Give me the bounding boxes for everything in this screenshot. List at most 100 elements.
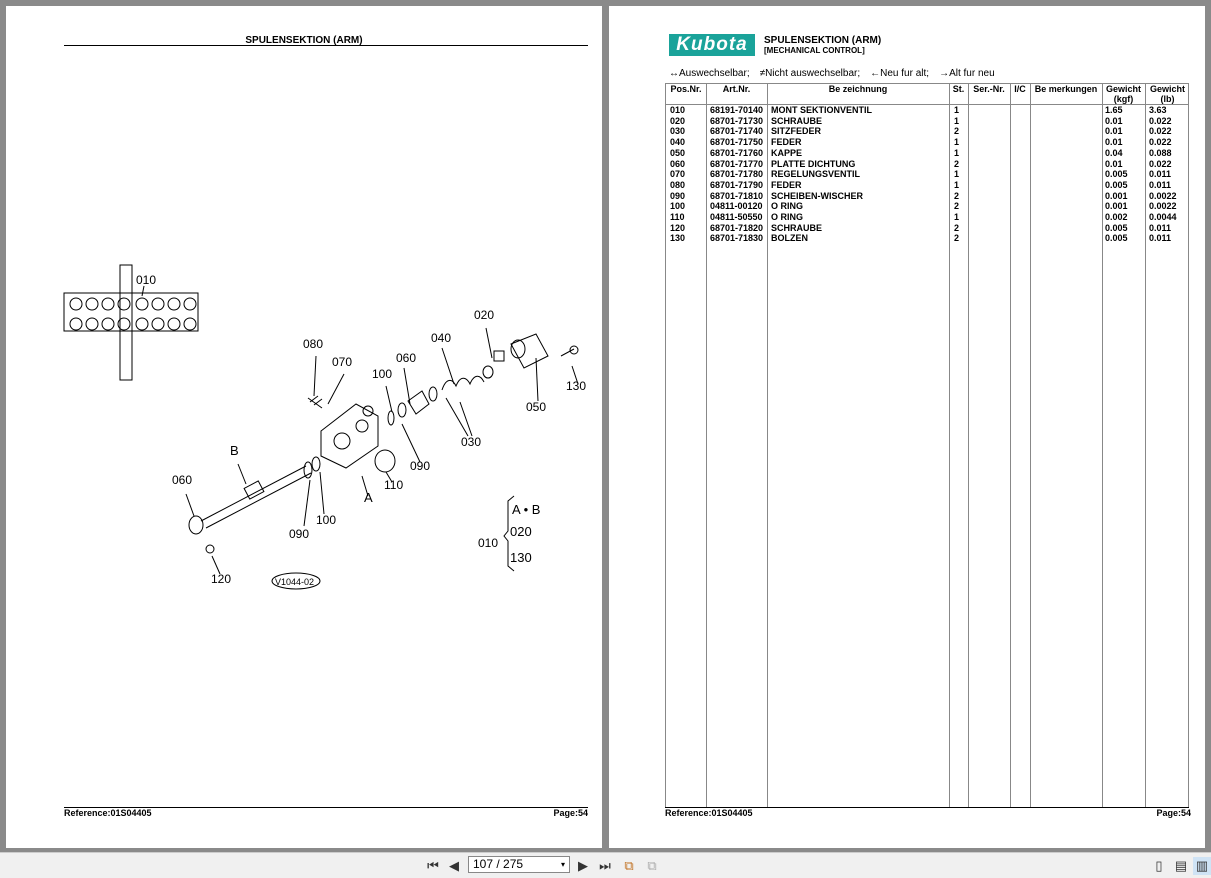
single-page-icon[interactable]: ▯ (1155, 858, 1163, 873)
cell-lb: 0.088 (1149, 147, 1172, 158)
last-page-icon[interactable]: ⏭ (599, 858, 611, 873)
cell-qty: 2 (954, 222, 960, 233)
cell-pos: 040 (670, 137, 686, 148)
cell-pos: 060 (670, 158, 686, 169)
cell-kgf: 0.005 (1105, 179, 1128, 190)
cell-lb: 0.0022 (1149, 201, 1177, 212)
cell-art: 68701-71750 (710, 137, 764, 148)
legend-item: ↔Auswechselbar; (669, 68, 750, 79)
kubota-logo: Kubota (669, 34, 755, 56)
column-header: St. (952, 84, 965, 94)
callout-100b: 100 (316, 513, 336, 527)
column-header: Gewicht (lb) (1149, 84, 1185, 104)
cell-art: 68701-71770 (710, 158, 764, 169)
column-header: Ser.-Nr. (973, 84, 1005, 94)
inset-line2: 020 (510, 524, 532, 539)
cell-pos: 120 (670, 222, 686, 233)
page-number-input[interactable]: 107 / 275 ▾ (468, 856, 570, 873)
callout-010: 010 (136, 273, 156, 287)
page-title: SPULENSEKTION (ARM) (245, 35, 363, 46)
callout-090b: 090 (289, 527, 309, 541)
cell-art: 68701-71740 (710, 126, 764, 137)
legend-item: →Alt fur neu (939, 68, 995, 79)
cell-lb: 0.022 (1149, 126, 1172, 137)
cell-lb: 0.011 (1149, 233, 1172, 244)
dropdown-icon[interactable]: ▾ (560, 860, 565, 869)
cell-name: BOLZEN (771, 233, 808, 244)
cell-kgf: 0.01 (1105, 158, 1123, 169)
cell-lb: 0.0044 (1149, 212, 1177, 222)
cell-name: FEDER (771, 137, 802, 148)
prev-page-icon[interactable]: ◀ (449, 858, 459, 873)
cell-lb: 0.011 (1149, 169, 1172, 180)
cell-lb: 0.011 (1149, 222, 1172, 233)
callout-060: 060 (396, 351, 416, 365)
cell-qty: 1 (954, 212, 960, 222)
cell-qty: 1 (954, 147, 960, 158)
callout-a: A (364, 490, 373, 505)
cell-art: 68701-71730 (710, 115, 764, 126)
footer-page: Page:54 (553, 808, 588, 818)
cell-qty: 2 (954, 233, 960, 244)
viewer-toolbar: ⏮ ◀ 107 / 275 ▾ ▶ ⏭ ⧉ ⧉ ▯ ▤ ▥ (0, 852, 1211, 878)
callout-130: 130 (566, 379, 586, 393)
cell-kgf: 0.005 (1105, 233, 1128, 244)
footer-rule (64, 807, 588, 808)
callout-040: 040 (431, 331, 451, 345)
cell-lb: 0.022 (1149, 115, 1172, 126)
callout-080: 080 (303, 337, 323, 351)
cell-art: 68701-71830 (710, 233, 764, 244)
exploded-diagram: 010 020 030 040 050 060 070 080 090 100 … (63, 264, 586, 590)
parts-table: Pos.Nr. Art.Nr. Be zeichnung St. Ser.-Nr… (665, 83, 1189, 808)
inset-line1: A • B (512, 502, 540, 517)
next-page-icon[interactable]: ▶ (578, 858, 588, 873)
page-subtitle: [MECHANICAL CONTROL] (764, 46, 865, 55)
cell-lb: 0.022 (1149, 137, 1172, 148)
title-rule (64, 45, 588, 46)
rotate-icon[interactable]: ⧉ (624, 858, 634, 873)
cell-art: 04811-50550 (710, 212, 763, 222)
cell-name: SCHEIBEN-WISCHER (771, 190, 864, 201)
cell-pos: 050 (670, 147, 686, 158)
footer-page: Page:54 (1156, 808, 1191, 818)
cell-kgf: 0.001 (1105, 201, 1128, 212)
first-page-icon[interactable]: ⏮ (427, 858, 439, 873)
cell-pos: 020 (670, 115, 686, 126)
column-header: Art.Nr. (722, 84, 751, 94)
inset-label: 010 (478, 536, 498, 550)
cell-art: 68701-71780 (710, 169, 764, 180)
callout-090: 090 (410, 459, 430, 473)
cell-pos: 090 (670, 190, 686, 201)
callout-030: 030 (461, 435, 481, 449)
legend-item: ←Neu fur alt; (870, 68, 930, 79)
callout-020: 020 (474, 308, 494, 322)
inset-line3: 130 (510, 550, 532, 565)
footer-reference: Reference:01S04405 (64, 808, 152, 818)
callout-050: 050 (526, 400, 546, 414)
footer-rule (665, 807, 1189, 808)
cell-pos: 070 (670, 169, 686, 180)
cell-pos: 110 (670, 212, 685, 222)
cell-kgf: 0.04 (1105, 147, 1123, 158)
cell-kgf: 0.005 (1105, 169, 1128, 180)
two-page-icon[interactable]: ▥ (1193, 857, 1211, 875)
continuous-icon[interactable]: ▤ (1174, 858, 1188, 873)
callout-b: B (230, 443, 239, 458)
cell-name: O RING (771, 212, 804, 222)
figure-code: V1044-02 (275, 577, 314, 587)
cell-lb: 3.63 (1149, 105, 1167, 115)
column-header: I/C (1014, 84, 1026, 94)
column-header: Gewicht (kgf) (1105, 84, 1141, 104)
cell-kgf: 1.65 (1105, 105, 1123, 115)
cell-name: REGELUNGSVENTIL (771, 169, 861, 180)
cell-name: SCHRAUBE (771, 222, 823, 233)
fit-icon[interactable]: ⧉ (647, 858, 657, 873)
cell-lb: 0.022 (1149, 158, 1172, 169)
left-page: SPULENSEKTION (ARM) (6, 6, 602, 848)
cell-qty: 2 (954, 190, 960, 201)
